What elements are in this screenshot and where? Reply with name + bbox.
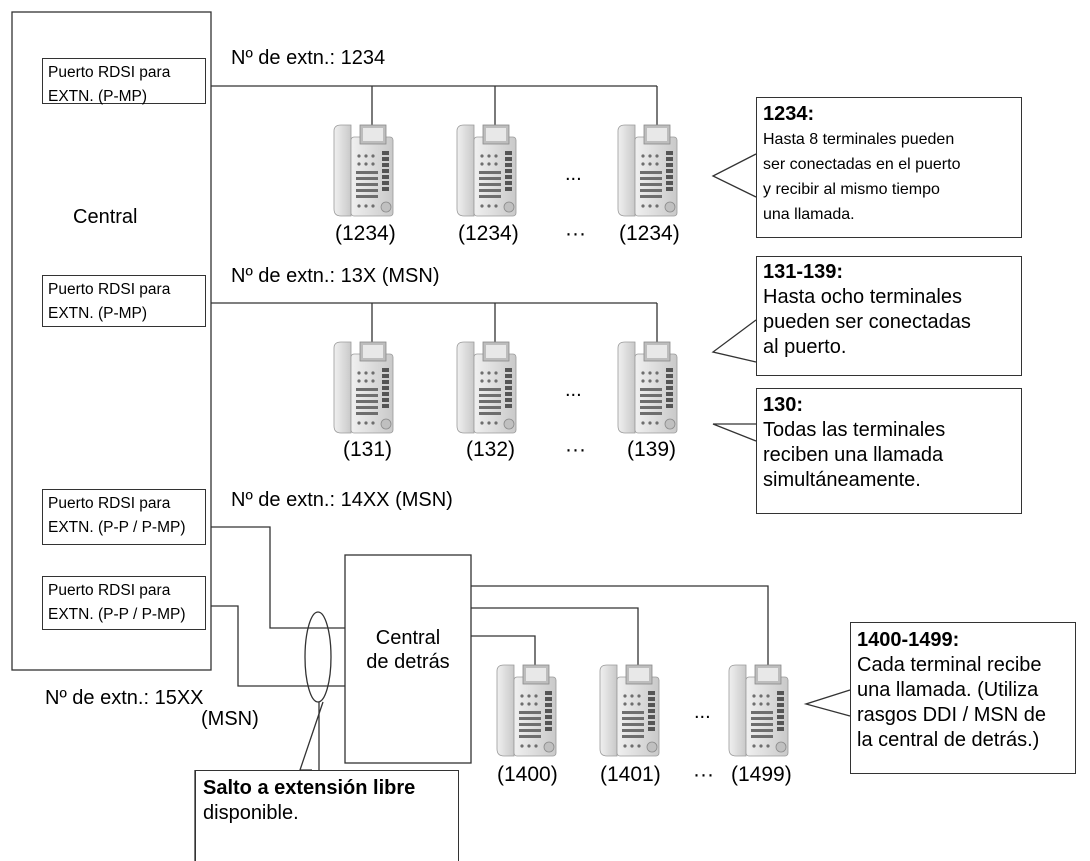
- telephone-icon: [617, 124, 678, 217]
- ellipsis: ...: [565, 379, 582, 401]
- telephone-icon: [728, 664, 789, 757]
- callout-line: Hasta 8 terminales pueden: [763, 131, 955, 148]
- callout-title: 1234:: [763, 103, 815, 125]
- callout-line: pueden ser conectadas: [763, 311, 971, 333]
- callout-hunting: Salto a extensión libre disponible.: [195, 770, 459, 861]
- extension-label: (1234): [458, 222, 519, 245]
- callout-title: 1400-1499:: [857, 629, 960, 651]
- extension-label: (139): [627, 438, 677, 461]
- telephone-icon: [456, 341, 517, 434]
- link-port4: [211, 605, 345, 687]
- behind-pbx-line1: Central: [375, 627, 441, 649]
- extension-label: (1234): [619, 222, 680, 245]
- callout-line: rasgos DDI / MSN de: [857, 704, 1046, 726]
- telephone-icon: [333, 124, 394, 217]
- port-label-line2: EXTN. (P-P / P-MP): [48, 606, 186, 623]
- callout-1400-1499: 1400-1499: Cada terminal recibe una llam…: [850, 622, 1076, 774]
- extension-label: (132): [466, 438, 516, 461]
- behind-pbx-line2: de detrás: [366, 651, 450, 673]
- ellipsis: ···: [565, 438, 586, 461]
- ellipsis: ···: [565, 222, 586, 245]
- behind-pbx-outline: [344, 554, 472, 764]
- port-label-line1: Puerto RDSI para: [48, 495, 171, 512]
- callout-title: 130:: [763, 394, 804, 416]
- ext-number-label: Nº de extn.: 1234: [231, 47, 386, 69]
- hunting-ellipse: [304, 611, 332, 703]
- callout-line: Todas las terminales: [763, 419, 946, 441]
- telephone-icon: [456, 124, 517, 217]
- isdn-port-1: Puerto RDSI para EXTN. (P-MP): [42, 58, 206, 105]
- extension-label: (1499): [731, 763, 792, 786]
- callout-title: 131-139:: [763, 261, 844, 283]
- telephone-icon: [617, 341, 678, 434]
- pbx-label: Central: [73, 206, 138, 228]
- callout-line: una llamada.: [763, 206, 855, 223]
- port-label-line1: Puerto RDSI para: [48, 582, 171, 599]
- ext-number-label: Nº de extn.: 14XX (MSN): [231, 489, 453, 511]
- extension-label: (131): [343, 438, 393, 461]
- link-port3: [211, 526, 345, 629]
- isdn-port-3: Puerto RDSI para EXTN. (P-P / P-MP): [42, 489, 206, 545]
- callout-line: ser conectadas en el puerto: [763, 156, 961, 173]
- behind-pbx-label: Central de detrás: [345, 626, 471, 674]
- callout-line: al puerto.: [763, 336, 847, 358]
- ext-number-label-msn: (MSN): [201, 708, 259, 730]
- callout-130: 130: Todas las terminales reciben una ll…: [756, 388, 1022, 514]
- callout-line: simultáneamente.: [763, 469, 921, 491]
- callout-line: la central de detrás.): [857, 729, 1040, 751]
- isdn-port-2: Puerto RDSI para EXTN. (P-MP): [42, 275, 206, 327]
- telephone-icon: [333, 341, 394, 434]
- extension-label: (1400): [497, 763, 558, 786]
- ext-number-label: Nº de extn.: 15XX: [45, 687, 204, 709]
- callout-line: disponible.: [203, 802, 299, 824]
- telephone-icon: [599, 664, 660, 757]
- port-label-line2: EXTN. (P-P / P-MP): [48, 519, 186, 536]
- port-label-line1: Puerto RDSI para: [48, 64, 171, 81]
- ellipsis: ...: [565, 163, 582, 185]
- port-label-line2: EXTN. (P-MP): [48, 88, 148, 105]
- callout-line: reciben una llamada: [763, 444, 944, 466]
- ellipsis: ···: [693, 763, 714, 786]
- extension-label: (1401): [600, 763, 661, 786]
- callout-131-139: 131-139: Hasta ocho terminales pueden se…: [756, 256, 1022, 376]
- port-label-line2: EXTN. (P-MP): [48, 305, 148, 322]
- callout-line: Hasta ocho terminales: [763, 286, 962, 308]
- extension-label: (1234): [335, 222, 396, 245]
- callout-line: una llamada. (Utiliza: [857, 679, 1039, 701]
- telephone-icon: [496, 664, 557, 757]
- callout-1234: 1234: Hasta 8 terminales pueden ser cone…: [756, 97, 1022, 238]
- callout-line: Cada terminal recibe: [857, 654, 1042, 676]
- ellipsis: ...: [694, 701, 711, 723]
- callout-title: Salto a extensión libre: [203, 777, 416, 799]
- isdn-port-4: Puerto RDSI para EXTN. (P-P / P-MP): [42, 576, 206, 630]
- callout-line: y recibir al mismo tiempo: [763, 181, 940, 198]
- port-label-line1: Puerto RDSI para: [48, 281, 171, 298]
- pbx-outline: [11, 11, 212, 671]
- ext-number-label: Nº de extn.: 13X (MSN): [231, 265, 440, 287]
